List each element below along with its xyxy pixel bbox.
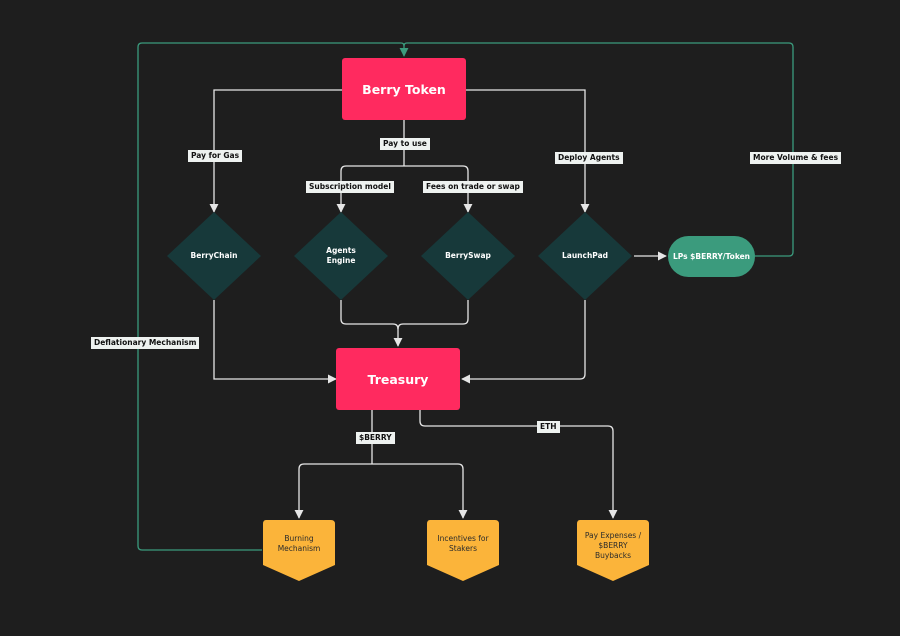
treasury-label: Treasury	[367, 371, 429, 387]
deploy-agents-label: Deploy Agents	[555, 152, 623, 164]
treasury-box	[336, 348, 460, 410]
deflationary-label: Deflationary Mechanism	[91, 337, 200, 349]
berryswap-label: BerrySwap	[445, 250, 491, 260]
incentives-label: Incentives for Stakers	[437, 534, 489, 553]
pay-expenses-label: Pay Expenses / $BERRY Buybacks	[584, 531, 642, 560]
burning-label: Burning Mechanism	[277, 534, 321, 553]
edge-to-agents-engine	[336, 165, 404, 213]
lps-label: LPs $BERRY/Token	[672, 252, 751, 261]
berry-token-box	[342, 58, 466, 120]
edge-agents-to-treasury-merge	[340, 300, 403, 347]
burning-shape	[263, 520, 335, 581]
edge-token-to-berrychain	[209, 89, 342, 213]
sberry-label: $BERRY	[356, 432, 395, 444]
more-volume-label: More Volume & fees	[750, 152, 842, 164]
launchpad-label: LaunchPad	[561, 250, 609, 260]
fees-on-trade-label: Fees on trade or swap	[423, 181, 523, 193]
berryswap-diamond	[421, 212, 515, 300]
agents-engine-label: Agents Engine	[326, 245, 356, 265]
edge-berrychain-to-treasury	[213, 300, 337, 384]
eth-label: ETH	[537, 421, 560, 433]
berry-token-label: Berry Token	[362, 81, 446, 97]
launchpad-diamond	[538, 212, 632, 300]
berrychain-label: BerryChain	[190, 250, 238, 260]
subscription-model-label: Subscription model	[306, 181, 394, 193]
incentives-shape	[427, 520, 499, 581]
edge-to-incentives	[372, 463, 468, 519]
pay-to-use-label: Pay to use	[380, 138, 430, 150]
edge-to-burning	[294, 463, 372, 519]
agents-engine-diamond	[294, 212, 388, 300]
edge-berryswap-to-treasury-merge	[397, 300, 469, 330]
edge-to-berryswap	[404, 165, 473, 213]
pay-expenses-shape	[577, 520, 649, 581]
edge-treasury-eth	[419, 410, 618, 519]
edge-launchpad-to-treasury	[461, 300, 586, 384]
pay-for-gas-label: Pay for Gas	[188, 150, 243, 162]
edge-deflationary-loop	[137, 42, 409, 551]
berrychain-diamond	[167, 212, 261, 300]
edge-token-to-launchpad	[466, 89, 590, 213]
edge-more-volume-loop	[403, 42, 794, 257]
lps-pill	[668, 236, 755, 277]
